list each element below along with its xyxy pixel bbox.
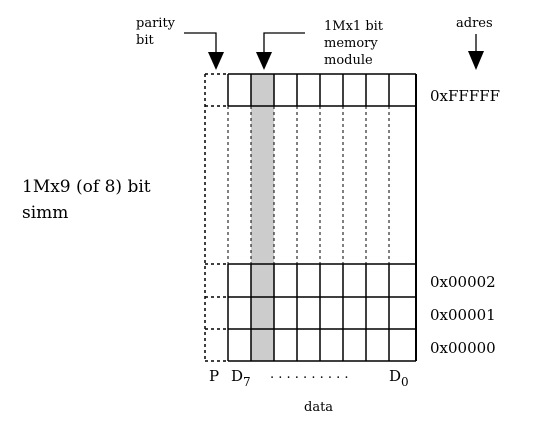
bit-label-lsb-index: 0 <box>401 375 409 389</box>
bit-label-lsb-letter: D <box>389 367 401 385</box>
module-label-line2: memory <box>324 36 378 51</box>
address-row0: 0x00000 <box>430 339 496 357</box>
parity-column <box>204 73 228 362</box>
bit-label-msb-letter: D <box>231 367 243 385</box>
bit-label-dots: . . . . . . . . . . <box>270 367 349 382</box>
row-bottom-cells <box>227 263 416 362</box>
bit-label-lsb: D0 <box>389 367 409 389</box>
simm-label-line2: simm <box>22 203 68 223</box>
bit-label-msb: D7 <box>231 367 251 389</box>
address-top: 0xFFFFF <box>430 87 500 105</box>
bit-label-msb-index: 7 <box>243 375 251 389</box>
parity-label-line2: bit <box>136 33 154 48</box>
module-arrow-icon <box>256 32 305 70</box>
address-row1: 0x00001 <box>430 306 496 324</box>
highlighted-module-column <box>251 74 274 361</box>
data-caption: data <box>304 400 333 415</box>
parity-label-line1: parity <box>136 16 176 31</box>
parity-arrow-icon <box>184 32 224 70</box>
module-label-line3: module <box>324 53 373 68</box>
middle-column-dividers <box>227 106 390 264</box>
row-top-cells <box>227 73 416 107</box>
address-arrow-icon <box>468 34 484 70</box>
simm-label-line1: 1Mx9 (of 8) bit <box>22 177 151 197</box>
bit-label-parity: P <box>209 367 219 385</box>
module-label-line1: 1Mx1 bit <box>324 19 384 34</box>
address-heading: adres <box>456 16 493 31</box>
address-row2: 0x00002 <box>430 273 496 291</box>
